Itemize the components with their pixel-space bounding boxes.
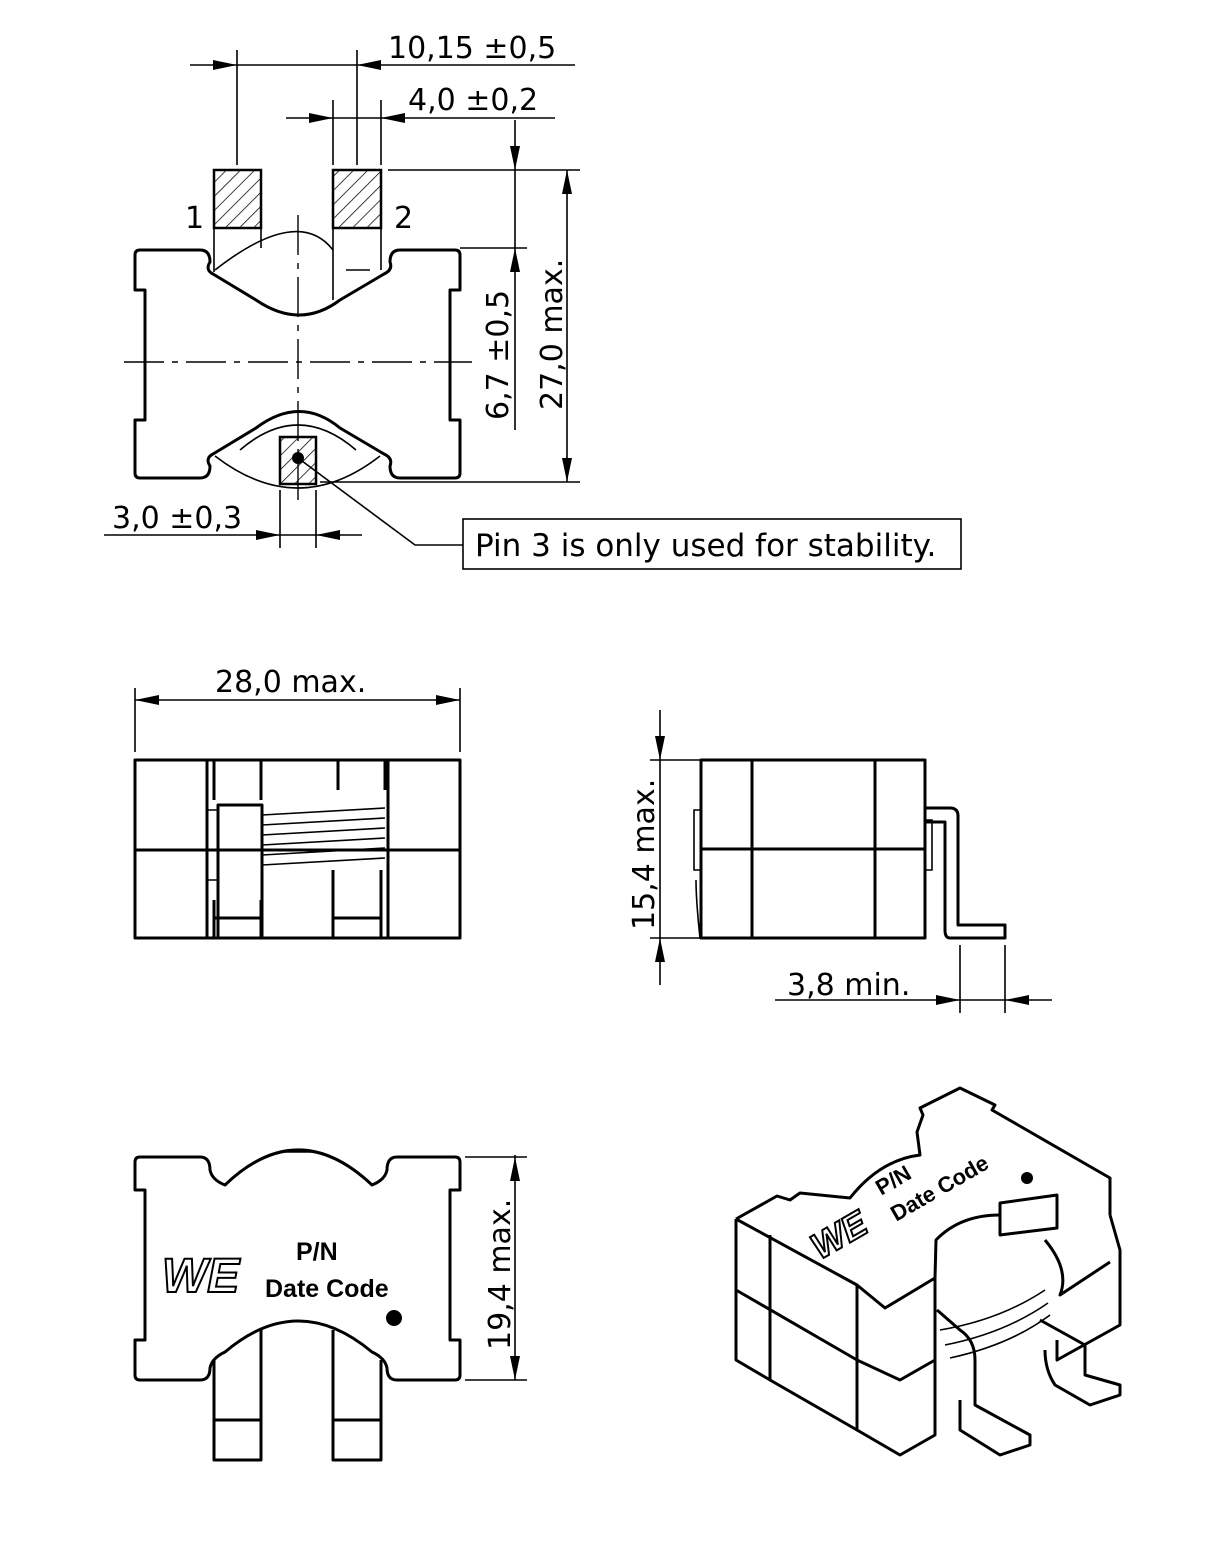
bottom-view: WE P/N Date Code 19,4 max. <box>133 1148 527 1462</box>
marking-date-code: Date Code <box>265 1275 389 1303</box>
dim-pad-width: 4,0 ±0,2 <box>408 83 538 118</box>
polarity-dot <box>386 1310 402 1326</box>
dim-depth: 19,4 max. <box>483 1199 518 1350</box>
isometric-view: WE P/N Date Code <box>734 1086 1122 1457</box>
pin2-pad <box>331 168 383 230</box>
dim-pin-pitch: 10,15 ±0,5 <box>388 31 556 66</box>
front-view: 28,0 max. <box>133 665 462 940</box>
pin1-label: 1 <box>185 201 204 236</box>
dim-pad-offset: 6,7 ±0,5 <box>481 290 516 420</box>
bottom-view-body <box>133 1148 462 1382</box>
top-view-body <box>133 248 462 480</box>
dim-height: 15,4 max. <box>627 779 662 930</box>
iso-we-logo: WE <box>804 1202 876 1267</box>
dim-lead: 3,8 min. <box>787 968 910 1003</box>
dim-width: 28,0 max. <box>215 665 366 700</box>
pin2-label: 2 <box>394 201 413 236</box>
dim-pin3-width: 3,0 ±0,3 <box>112 501 242 536</box>
we-logo: WE <box>162 1250 241 1303</box>
top-view: 1 2 10,15 ±0,5 4,0 ±0,2 6,7 ±0,5 27,0 ma… <box>104 31 962 570</box>
pin3-note: Pin 3 is only used for stability. <box>475 528 936 564</box>
dim-length: 27,0 max. <box>535 259 570 410</box>
side-view: 15,4 max. 3,8 min. <box>627 710 1052 1013</box>
note-box <box>462 518 962 570</box>
pin1-pad <box>212 168 263 230</box>
marking-pn: P/N <box>296 1238 338 1266</box>
